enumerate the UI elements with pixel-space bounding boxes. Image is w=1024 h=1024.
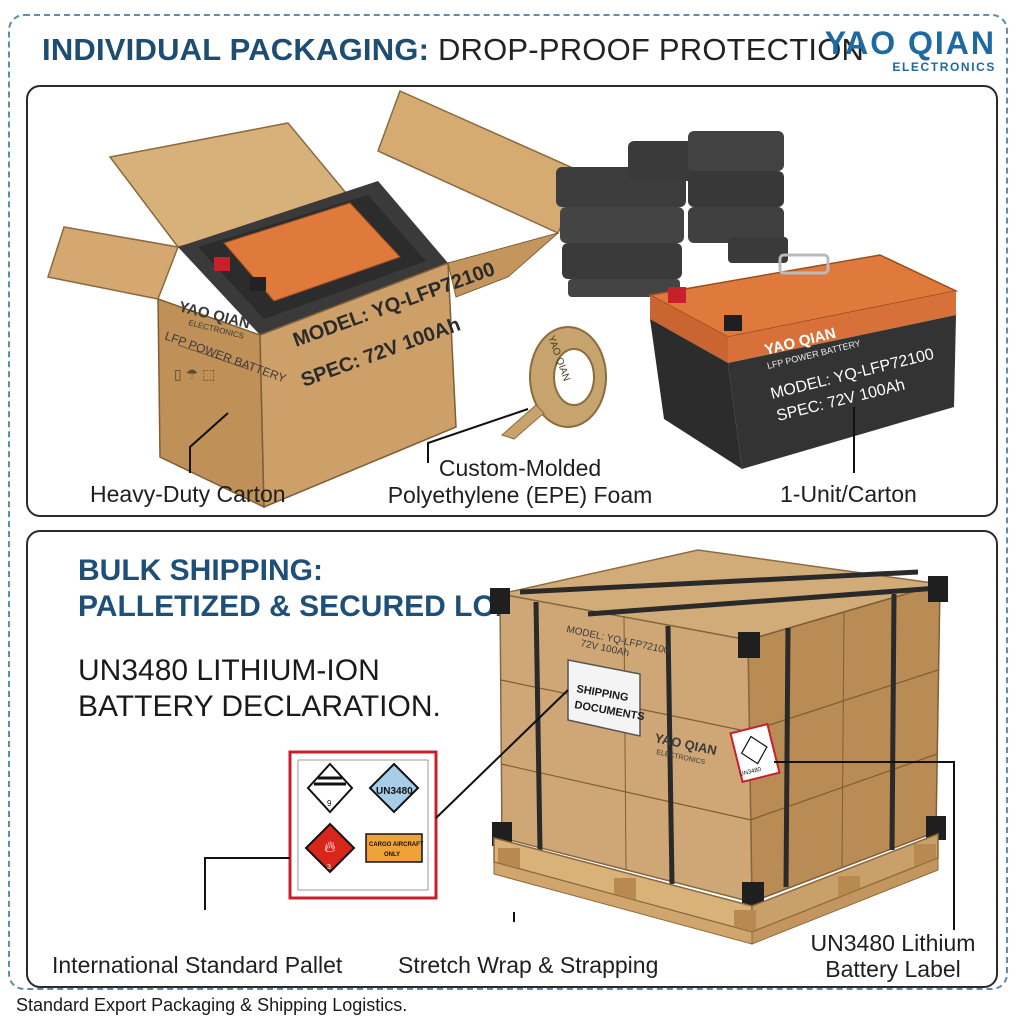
flame-icon: 🔥︎	[324, 839, 336, 856]
class9-diamond-icon	[306, 762, 354, 814]
lfp-battery-unit: YAO QIAN LFP POWER BATTERY MODEL: YQ-LFP…	[647, 253, 959, 469]
flammable-diamond-icon	[304, 822, 356, 874]
label-heavy-duty-carton: Heavy-Duty Carton	[90, 481, 286, 507]
lithium-label-leader-line	[774, 761, 955, 930]
class9-number: 9	[327, 799, 332, 808]
shipping-documents-pouch	[567, 659, 641, 737]
declaration-line2: BATTERY DECLARATION.	[78, 690, 441, 723]
pallet-leader-line	[204, 857, 290, 910]
bulk-heading-line1: BULK SHIPPING:	[78, 554, 324, 587]
cargo-aircraft-label	[365, 833, 423, 863]
lithium-label-code: UN3480	[739, 767, 762, 778]
bulk-shipping-panel: BULK SHIPPING: PALLETIZED & SECURED LOAD…	[26, 530, 998, 988]
label-lithium-line2: Battery Label	[825, 956, 961, 982]
brand-logo: YAO QIAN ELECTRONICS	[825, 26, 996, 74]
label-stretch-wrap: Stretch Wrap & Strapping	[398, 952, 659, 978]
cargo-text-line1: CARGO AIRCRAFT	[369, 842, 424, 848]
pallet-straps	[519, 569, 939, 888]
flammable-number: 3	[327, 864, 331, 871]
label-foam-line1: Custom-Molded	[438, 455, 602, 481]
foam-leader-line	[427, 408, 529, 463]
un3480-diamond-icon	[368, 762, 420, 814]
brand-subtitle: ELECTRONICS	[892, 60, 996, 74]
bulk-heading-line2: PALLETIZED & SECURED LOAD	[78, 590, 540, 623]
outer-dashed-frame	[8, 14, 1008, 990]
placard-un-number: UN3480	[376, 786, 413, 797]
pallet-illustration: 9 UN3480 🔥︎ 3 CARGO AIRCRAFT ONLY	[204, 549, 955, 945]
wooden-pallet	[493, 832, 939, 945]
page-title-bold: INDIVIDUAL PACKAGING:	[42, 32, 430, 67]
label-foam-line2: Polyethylene (EPE) Foam	[387, 482, 653, 508]
footer-caption: Standard Export Packaging & Shipping Log…	[16, 995, 408, 1015]
packaging-illustration: YAO QIAN ELECTRONICS LFP POWER BATTERY M…	[47, 89, 959, 509]
brand-name: YAO QIAN	[824, 25, 996, 61]
corner-protectors	[490, 576, 948, 906]
page-title-rest: DROP-PROOF PROTECTION	[429, 32, 865, 67]
documents-leader-line	[435, 689, 569, 819]
epe-foam-blocks	[556, 131, 788, 297]
packing-tape-roll: YAO QIAN	[501, 326, 607, 440]
individual-packaging-panel: YAO QIAN ELECTRONICS LFP POWER BATTERY M…	[26, 85, 998, 517]
cargo-text-line2: ONLY	[384, 852, 400, 858]
open-carton: YAO QIAN ELECTRONICS LFP POWER BATTERY M…	[47, 89, 585, 509]
hazard-placard: 9 UN3480 🔥︎ 3 CARGO AIRCRAFT ONLY	[288, 750, 438, 900]
carton-handling-icons: ▯ ☂ ⬚	[174, 366, 215, 382]
label-international-pallet: International Standard Pallet	[52, 952, 343, 978]
declaration-line1: UN3480 LITHIUM-ION	[78, 654, 380, 687]
page-title: INDIVIDUAL PACKAGING: DROP-PROOF PROTECT…	[42, 32, 864, 68]
palletized-load: MODEL: YQ-LFP72100 72V 100Ah YAO QIAN EL…	[490, 549, 948, 945]
label-one-unit-per-carton: 1-Unit/Carton	[780, 481, 917, 507]
carton-leader-line	[189, 412, 229, 473]
label-lithium-line1: UN3480 Lithium	[810, 930, 976, 956]
